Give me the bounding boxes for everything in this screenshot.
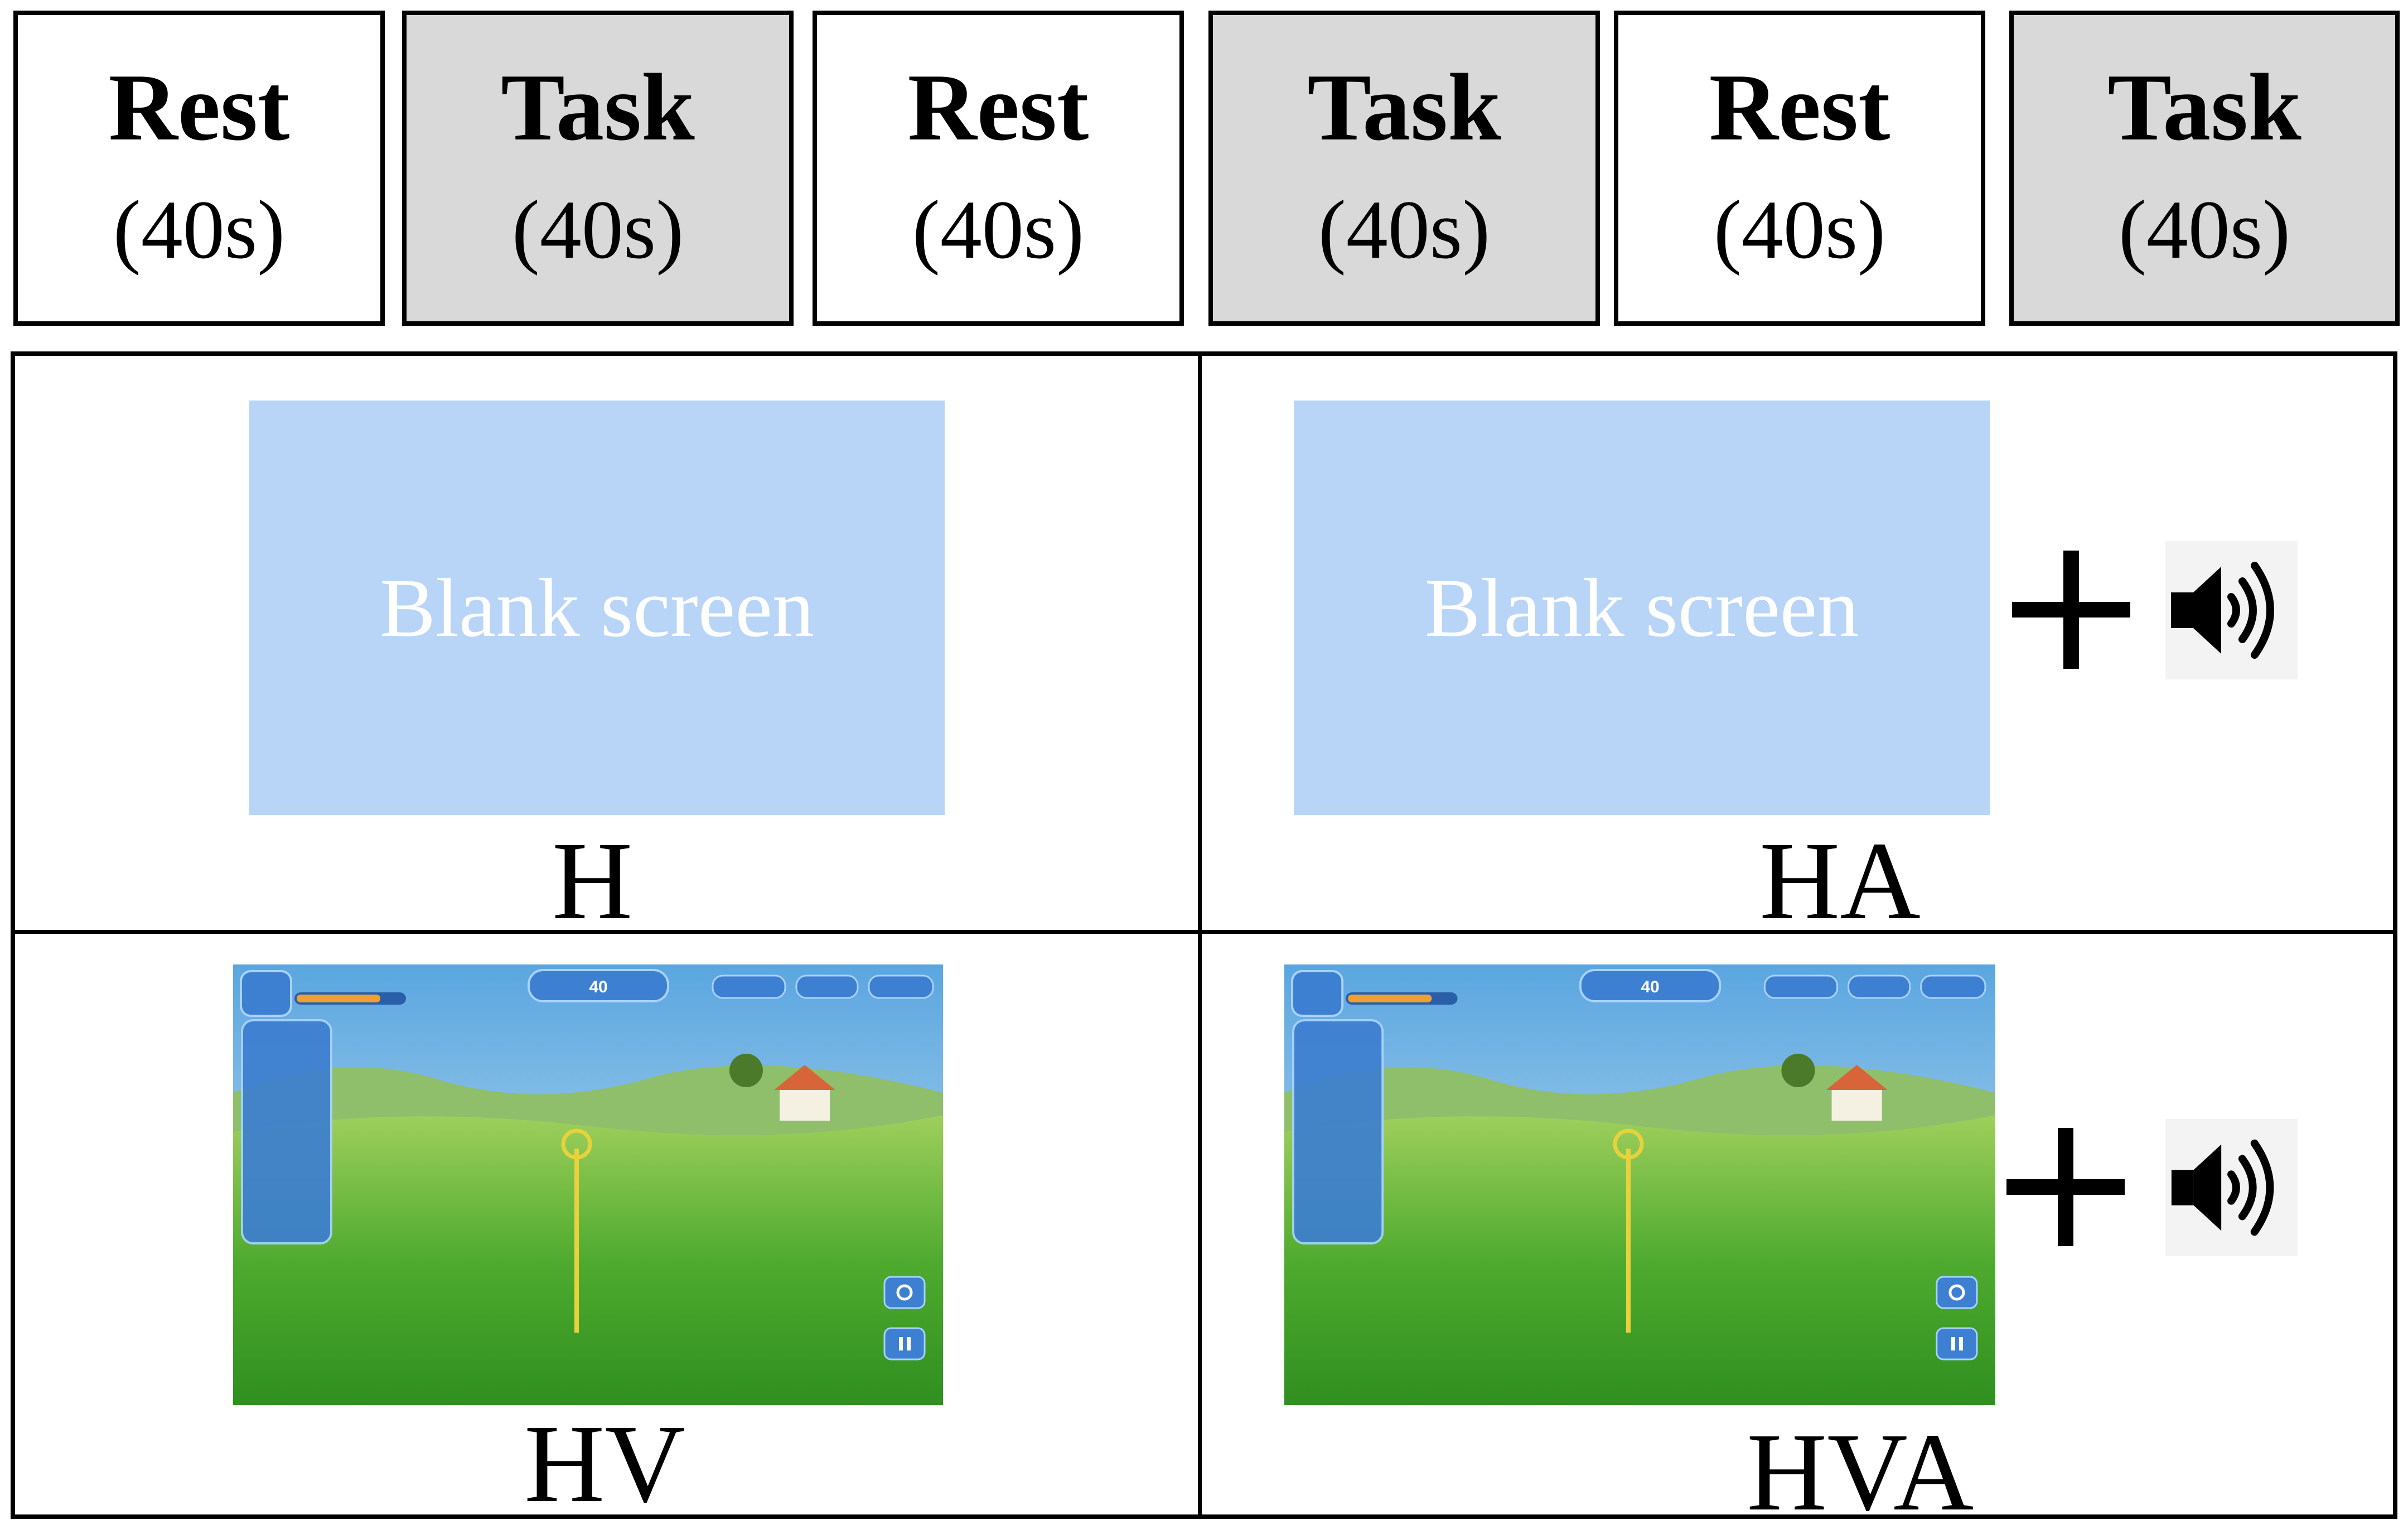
timeline-block-task-3: Task (40s) xyxy=(2009,11,2400,326)
game-timer-text: 40 xyxy=(589,978,607,996)
block-duration: (40s) xyxy=(912,183,1085,276)
timeline-block-task-1: Task (40s) xyxy=(402,11,794,326)
pause-icon xyxy=(1936,1327,1978,1361)
block-label: Task xyxy=(501,54,695,161)
plus-icon xyxy=(2006,1128,2125,1246)
timeline-block-rest-3: Rest (40s) xyxy=(1614,11,1985,326)
block-label: Rest xyxy=(907,54,1089,161)
blank-screen-text: Blank screen xyxy=(380,561,814,654)
block-duration: (40s) xyxy=(2118,183,2291,276)
condition-label-ha: HA xyxy=(1759,819,1921,943)
conditions-grid xyxy=(11,351,2397,1519)
condition-label-hv: HV xyxy=(524,1402,685,1526)
block-label: Task xyxy=(1307,54,1501,161)
plus-icon xyxy=(2012,551,2130,669)
blank-screen-h: Blank screen xyxy=(249,401,945,815)
block-duration: (40s) xyxy=(113,183,286,276)
timeline-block-rest-2: Rest (40s) xyxy=(813,11,1184,326)
block-duration: (40s) xyxy=(511,183,684,276)
grid-divider-vertical xyxy=(1198,351,1202,1519)
block-label: Rest xyxy=(1709,54,1890,161)
grid-divider-horizontal xyxy=(11,930,2397,934)
game-timer-text: 40 xyxy=(1641,978,1659,996)
block-label: Task xyxy=(2107,54,2301,161)
game-screenshot-hva: 40 xyxy=(1284,964,1995,1405)
pause-icon xyxy=(883,1327,926,1361)
blank-screen-ha: Blank screen xyxy=(1294,401,1990,815)
blank-screen-text: Blank screen xyxy=(1424,561,1859,654)
condition-label-hva: HVA xyxy=(1747,1411,1974,1534)
speaker-icon xyxy=(2165,541,2298,679)
condition-label-h: H xyxy=(552,819,633,943)
game-screenshot-hv: 40 xyxy=(233,964,943,1405)
block-label: Rest xyxy=(108,54,290,161)
settings-icon xyxy=(883,1276,926,1309)
settings-icon xyxy=(1936,1276,1978,1309)
block-duration: (40s) xyxy=(1713,183,1886,276)
speaker-icon xyxy=(2165,1119,2298,1256)
block-duration: (40s) xyxy=(1318,183,1491,276)
timeline-block-rest-1: Rest (40s) xyxy=(13,11,385,326)
timeline-block-task-2: Task (40s) xyxy=(1208,11,1600,326)
